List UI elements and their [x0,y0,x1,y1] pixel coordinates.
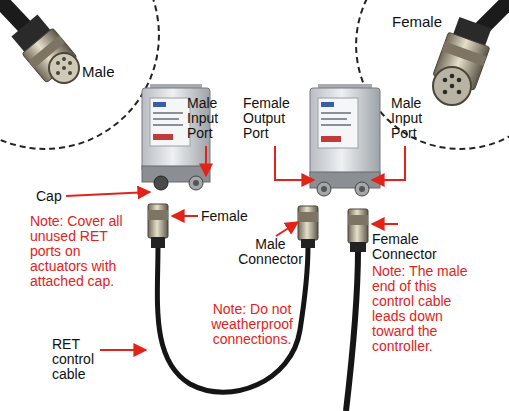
leader-arrow [276,222,298,236]
part-label: Female [201,209,261,224]
plate-line [153,118,179,120]
part-label: Male Connector [233,237,308,267]
part-label: Cap [36,189,76,204]
plate-line [153,124,183,126]
connector-boot [301,239,315,248]
connector-face [433,67,471,105]
actuator-plate [318,98,358,148]
node-text: Female [392,14,442,29]
plate-line [321,124,351,126]
pin [68,61,72,65]
leader-arrow [372,223,398,225]
note-text: Note: Do not weatherproof connections. [196,302,308,347]
connector-boot [151,237,165,248]
socket [443,90,448,95]
knurl-band [298,212,318,222]
plate-line [321,112,351,114]
pin [56,71,60,75]
note-text: Note: The male end of this control cable… [372,264,468,354]
plate-line [321,118,347,120]
socket [457,78,462,83]
logo-mark [321,102,334,107]
female-cable-connector [148,204,168,248]
plate-line [153,112,183,114]
female-cable-connector [348,209,368,252]
knurl-band [348,215,368,225]
knurl-band [442,42,487,66]
port-hole [321,186,327,192]
socket [443,78,448,83]
ret-actuator [310,84,380,196]
leader-arrow [205,146,207,176]
port-hole [359,186,365,192]
actuator-port [317,182,331,196]
port-label: Female Output Port [243,96,298,141]
port-label: Male Input Port [187,96,232,141]
port-cap [154,176,168,190]
leader-arrow [172,215,198,217]
part-label: Female Connector [372,232,447,262]
connector-body [348,209,368,243]
male-connector-photo [0,0,79,83]
connector-body [298,206,318,240]
actuator-port [355,182,369,196]
port-label: Male Input Port [391,96,436,141]
leader-arrow [372,146,405,180]
actuator-plate [150,98,190,146]
male-cable-connector [298,206,318,248]
female-connector-photo [433,0,509,105]
pin [62,57,66,61]
port-hole [193,180,199,186]
leader-arrow [100,349,146,351]
pin [68,71,72,75]
connector-body [148,204,168,238]
note-text: Note: Cover all unused RET ports on actu… [30,214,138,289]
pin [56,61,60,65]
control-cable [346,250,358,411]
actuator-body [310,88,380,178]
connector-face [49,53,79,83]
leader-arrow [275,146,314,180]
leader-arrows [66,146,405,350]
pin [62,66,66,70]
knurl-band [148,210,168,220]
actuator-port [189,176,203,190]
logo-mark [153,102,166,107]
node-text: Male [82,64,115,79]
plate-badge [321,136,341,142]
leader-arrow [66,192,150,196]
cable [0,0,28,30]
plate-badge [153,134,173,140]
socket [457,90,462,95]
ret-control-cable [157,246,308,392]
part-label: RET control cable [52,337,107,382]
socket [450,84,455,89]
knurl-band [28,36,64,69]
socket [450,74,455,79]
connector-boot [350,242,366,252]
